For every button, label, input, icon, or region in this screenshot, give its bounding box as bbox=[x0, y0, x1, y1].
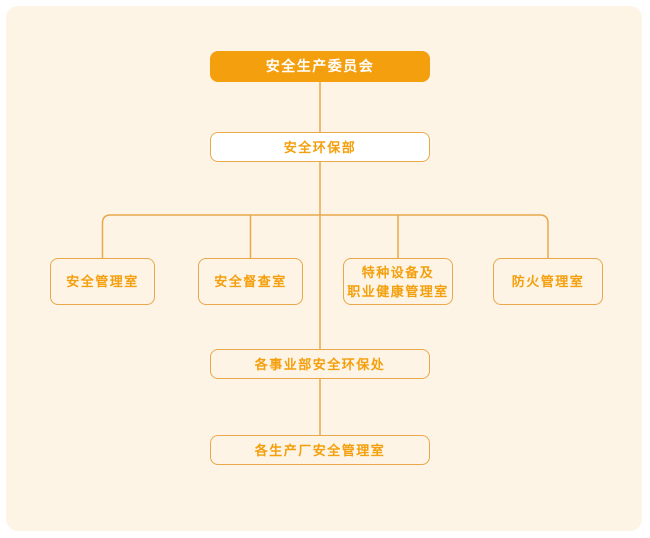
node-label-line-1: 特种设备及 bbox=[361, 264, 435, 280]
node-plant-safety-management-office: 各生产厂安全管理室 bbox=[210, 435, 430, 465]
node-label-line-2: 职业健康管理室 bbox=[347, 283, 449, 299]
node-safety-environment-department: 安全环保部 bbox=[210, 132, 430, 162]
node-special-equipment-occupational-health-office: 特种设备及 职业健康管理室 bbox=[343, 258, 453, 305]
node-safety-supervision-office: 安全督查室 bbox=[198, 258, 303, 305]
node-safety-production-committee: 安全生产委员会 bbox=[210, 51, 430, 82]
node-fire-prevention-management-office: 防火管理室 bbox=[493, 258, 603, 305]
chart-canvas bbox=[6, 6, 642, 531]
node-division-safety-environment-office: 各事业部安全环保处 bbox=[210, 349, 430, 379]
node-safety-management-office: 安全管理室 bbox=[50, 258, 155, 305]
